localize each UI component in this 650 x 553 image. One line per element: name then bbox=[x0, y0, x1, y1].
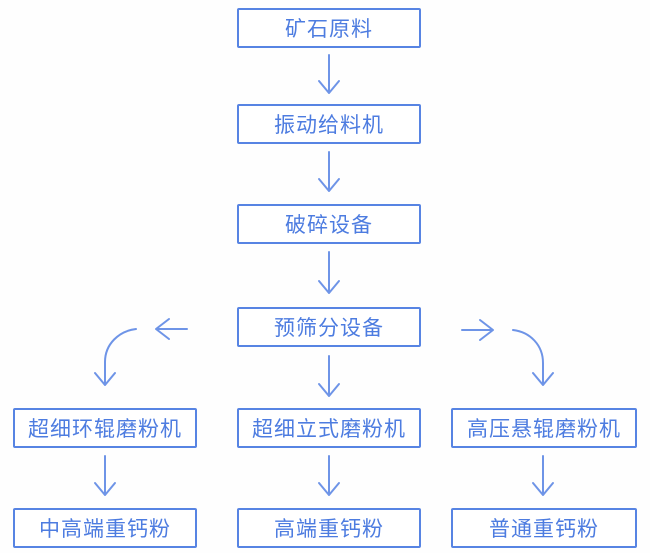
arrow-ore-to-feeder bbox=[318, 54, 340, 94]
arrow-screening-to-vertical-mill bbox=[318, 355, 340, 397]
node-ore: 矿石原料 bbox=[237, 8, 421, 48]
node-high-end-heavy-calcium-powder: 高端重钙粉 bbox=[237, 508, 421, 548]
arrow-crusher-to-screening bbox=[318, 251, 340, 294]
node-crushing-equipment: 破碎设备 bbox=[237, 204, 421, 244]
node-vibrating-feeder: 振动给料机 bbox=[237, 104, 421, 144]
arrow-vertical-mill-to-powder bbox=[318, 455, 340, 496]
node-ultrafine-ring-roller-mill: 超细环辊磨粉机 bbox=[13, 408, 197, 448]
arrow-screening-to-left-branch bbox=[94, 318, 188, 386]
node-pre-screening-equipment: 预筛分设备 bbox=[237, 307, 421, 347]
arrow-screening-to-right-branch bbox=[461, 319, 554, 386]
arrow-ring-mill-to-powder bbox=[94, 455, 116, 496]
node-high-pressure-suspension-roller-mill: 高压悬辊磨粉机 bbox=[451, 408, 637, 448]
arrow-pressure-mill-to-powder bbox=[532, 455, 554, 496]
arrow-feeder-to-crusher bbox=[318, 151, 340, 192]
node-ordinary-heavy-calcium-powder: 普通重钙粉 bbox=[451, 508, 637, 548]
node-mid-high-end-heavy-calcium-powder: 中高端重钙粉 bbox=[13, 508, 197, 548]
node-ultrafine-vertical-mill: 超细立式磨粉机 bbox=[237, 408, 421, 448]
